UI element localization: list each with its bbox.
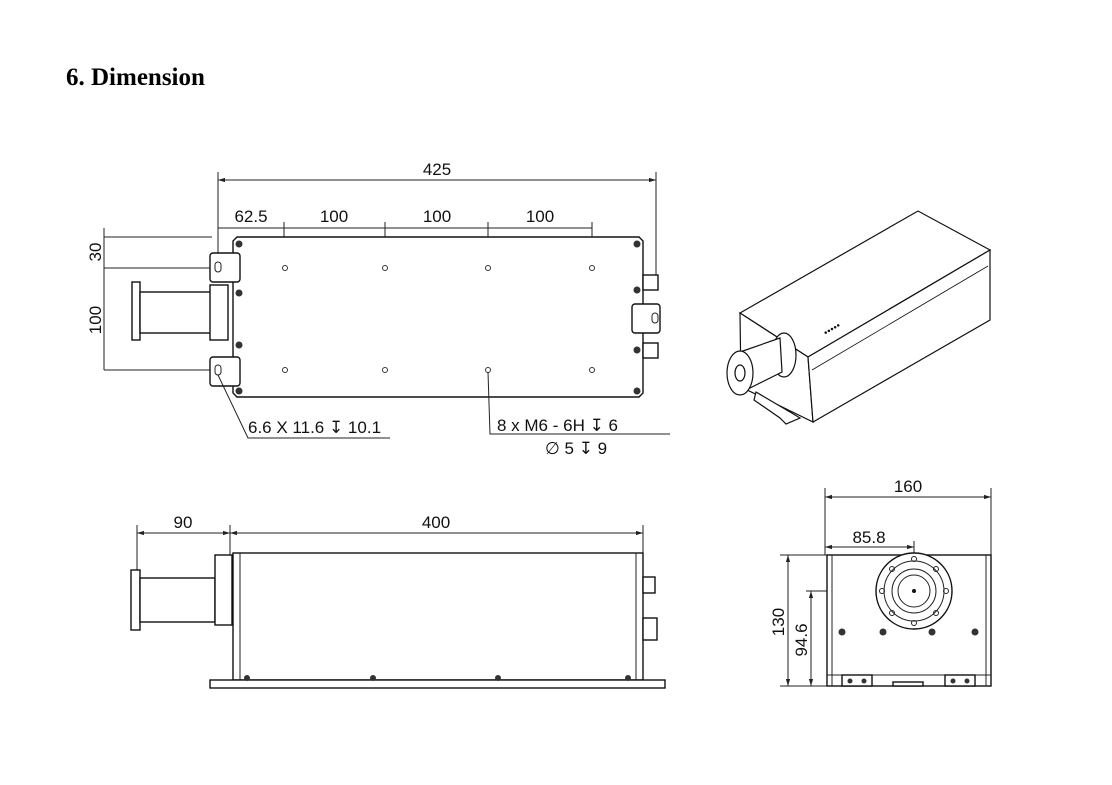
- isometric-view: ●●●●●: [726, 210, 992, 425]
- dim-100-vertical: 100: [86, 306, 105, 334]
- dim-90: 90: [174, 513, 193, 532]
- section-title: 6. Dimension: [66, 64, 205, 91]
- dim-130: 130: [769, 608, 788, 636]
- side-view: 90 400: [130, 513, 666, 689]
- dim-94-6: 94.6: [792, 623, 811, 656]
- slot-note: 6.6 X 11.6 ↧ 10.1: [248, 418, 381, 437]
- dim-425: 425: [423, 160, 451, 179]
- dim-160: 160: [894, 477, 922, 496]
- dim-30: 30: [86, 243, 105, 262]
- front-view: 160 85.8 130 94.6: [769, 477, 992, 687]
- dim-100-a: 100: [320, 207, 348, 226]
- dim-100-c: 100: [526, 207, 554, 226]
- dim-100-b: 100: [423, 207, 451, 226]
- drill-note: ∅ 5 ↧ 9: [545, 439, 607, 458]
- top-view: 425 62.5 100 100 100 30 100: [86, 160, 670, 458]
- dim-85-8: 85.8: [852, 528, 885, 547]
- dim-62-5: 62.5: [234, 207, 267, 226]
- thread-note: 8 x M6 - 6H ↧ 6: [497, 416, 618, 435]
- dim-400: 400: [422, 513, 450, 532]
